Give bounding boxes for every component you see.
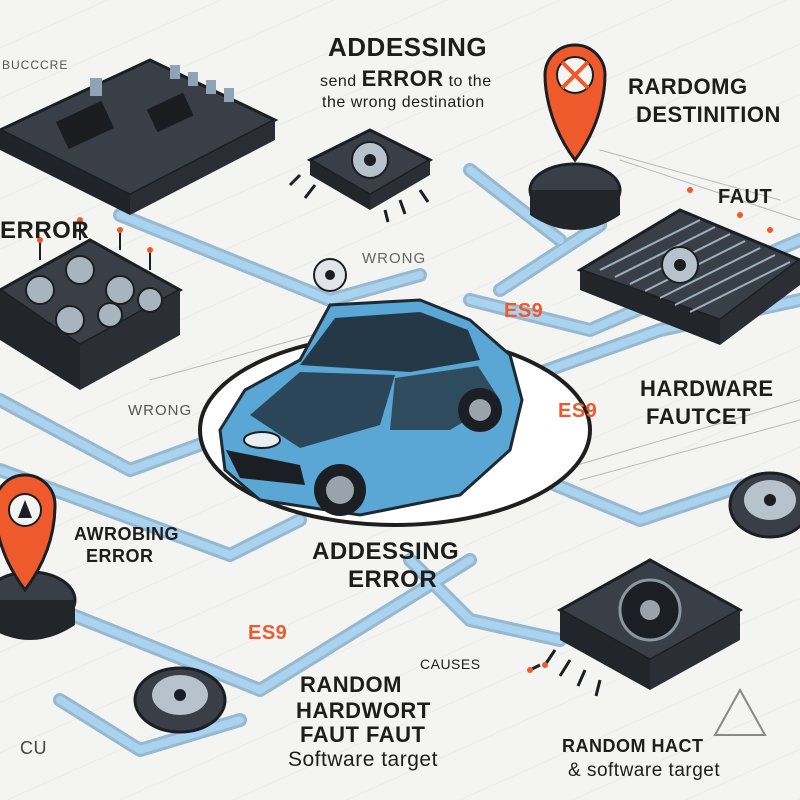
title-line2: send ERROR to the: [320, 66, 492, 92]
label-error-left2: ERROR: [86, 546, 154, 566]
label-random-3: FAUT FAUT: [300, 722, 426, 747]
label-wrong-left: WRONG: [128, 402, 193, 419]
label-es-3: ES9: [248, 622, 288, 644]
fan-bottom-left: [133, 666, 227, 734]
label-random-4: Software target: [288, 748, 438, 771]
label-random-dest-1: RARDOMG: [628, 74, 748, 99]
location-pin-left: [0, 473, 77, 640]
label-random-2: HARDWORT: [296, 698, 431, 723]
label-faut-top: FAUT: [718, 186, 773, 208]
ecu-board-top-left: [0, 58, 279, 215]
car-illustration: [218, 298, 524, 517]
label-error-left: ERROR: [0, 217, 90, 244]
title-line1: ADDESSING: [328, 32, 488, 62]
warning-triangle-icon: [713, 687, 767, 736]
fan-right-edge: [728, 471, 800, 539]
label-awrobing: AWROBING: [74, 524, 179, 544]
label-hardware-2: FAUTCET: [646, 404, 751, 429]
location-pin-top: [528, 43, 622, 230]
title-line2-b: ERROR: [361, 66, 444, 91]
label-addessing-center-2: ERROR: [348, 566, 438, 593]
fan-cluster-left: [0, 217, 184, 390]
chip-bottom-right: [527, 558, 744, 697]
label-causes: CAUSES: [420, 656, 481, 672]
label-addessing-center-1: ADDESSING: [312, 538, 460, 565]
label-wrong-center: WRONG: [362, 250, 427, 267]
label-es-1: ES9: [504, 300, 544, 322]
chip-top-center: [288, 128, 434, 223]
title-line2-a: send: [320, 73, 357, 90]
fan-small-center: [313, 258, 347, 292]
label-random-br-1: RANDOM HACT: [562, 736, 704, 756]
title-line2-c: to the: [448, 73, 492, 90]
label-random-dest-2: DESTINITION: [636, 102, 781, 127]
heatsink-board-right: [576, 187, 800, 345]
label-random-1: RANDOM: [300, 672, 402, 697]
label-cu: CU: [20, 738, 47, 758]
label-es-2: ES9: [558, 400, 598, 422]
title-line3: the wrong destination: [322, 94, 485, 111]
label-top-left: BUCCCRE: [2, 58, 69, 72]
label-hardware-1: HARDWARE: [640, 376, 774, 401]
label-random-br-2: & software target: [568, 760, 721, 781]
